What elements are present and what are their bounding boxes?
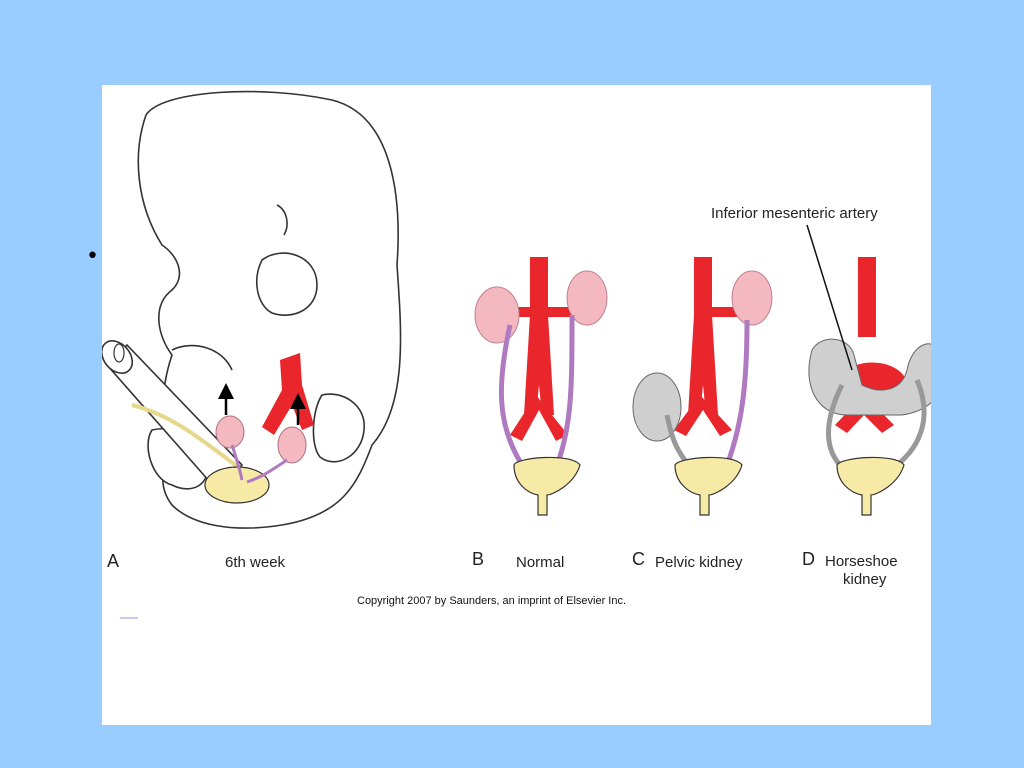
label-b: B bbox=[472, 549, 485, 569]
label-c: C bbox=[632, 549, 645, 569]
caption-6th-week: 6th week bbox=[225, 554, 286, 571]
decorative-underline bbox=[120, 617, 138, 619]
copyright-text: Copyright 2007 by Saunders, an imprint o… bbox=[357, 595, 627, 607]
horseshoe-kidney-illustration bbox=[806, 224, 931, 516]
label-d: D bbox=[802, 549, 815, 569]
embryo-illustration bbox=[137, 90, 402, 529]
label-a: A bbox=[107, 551, 120, 571]
normal-kidneys-illustration bbox=[474, 257, 608, 516]
artery-label: Inferior mesenteric artery bbox=[711, 205, 878, 222]
caption-pelvic-kidney: Pelvic kidney bbox=[655, 554, 743, 571]
artery-pointer-line bbox=[806, 224, 853, 371]
kidney-development-figure bbox=[102, 90, 931, 529]
pelvic-kidney-illustration bbox=[632, 257, 773, 516]
bullet-point: • bbox=[86, 244, 99, 269]
umbilical-cord bbox=[102, 340, 244, 492]
embryo-organs bbox=[204, 353, 314, 504]
caption-normal: Normal bbox=[516, 554, 565, 571]
caption-horseshoe: Horseshoe bbox=[825, 553, 898, 570]
caption-kidney: kidney bbox=[843, 571, 887, 588]
